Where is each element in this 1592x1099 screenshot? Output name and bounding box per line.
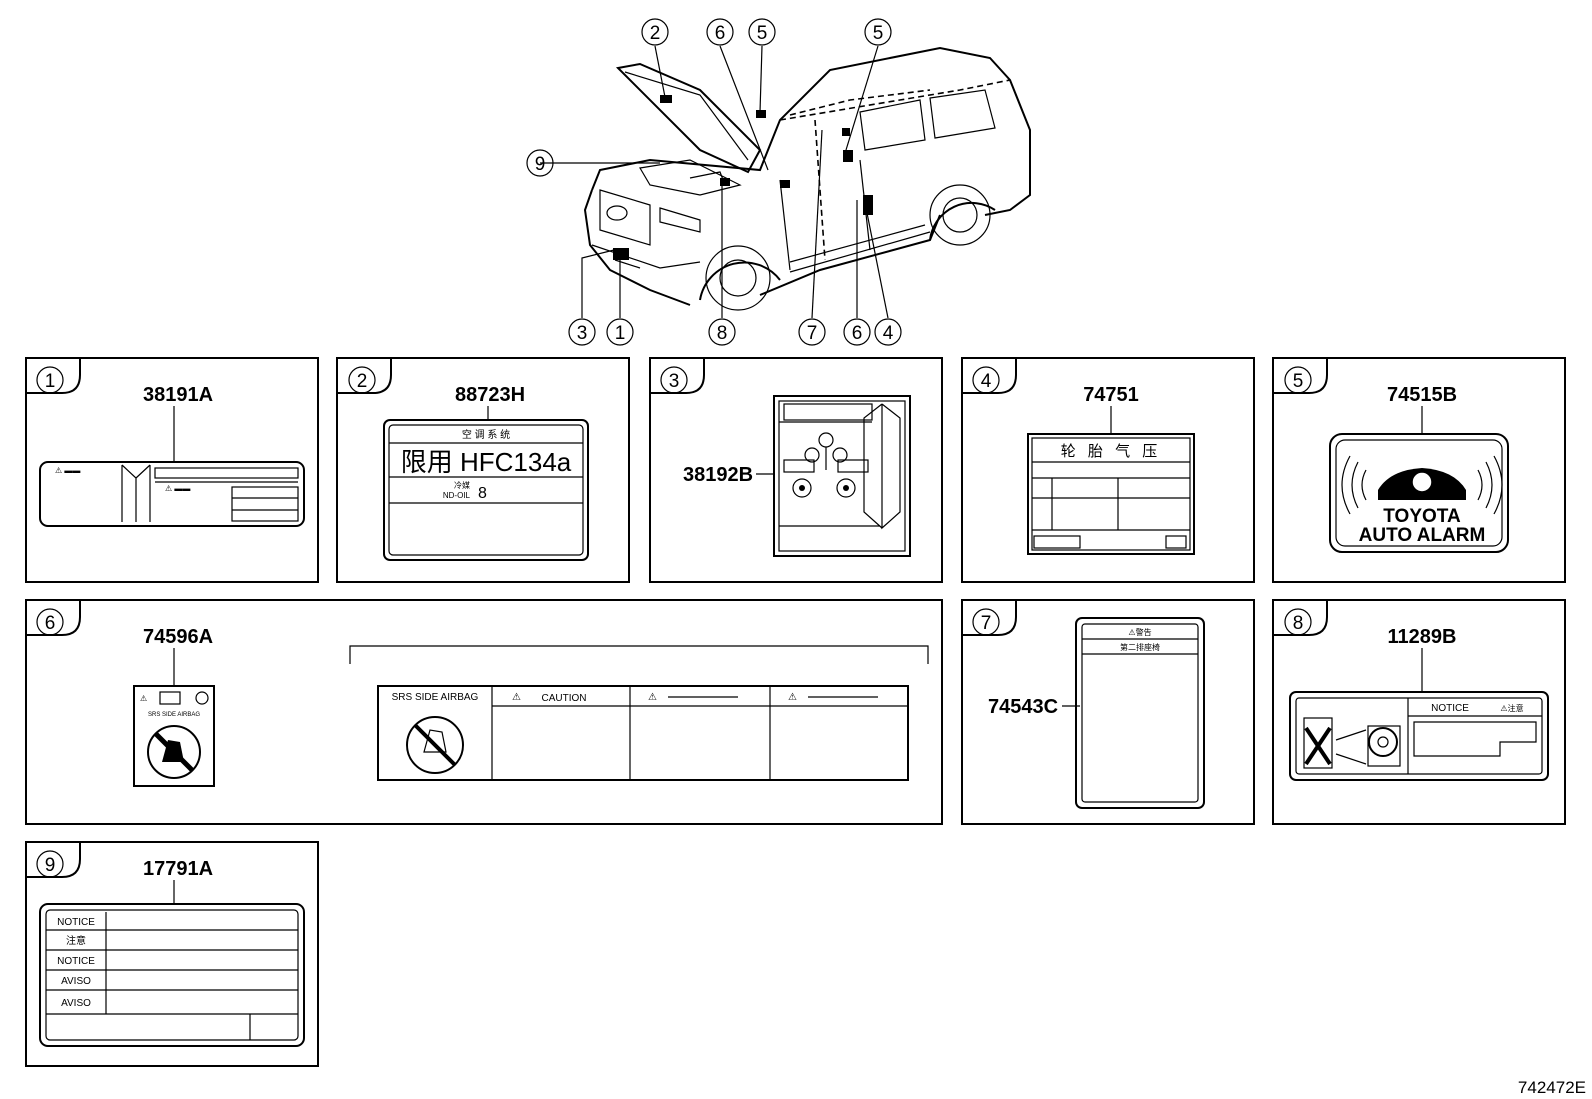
- svg-text:⚠ ▬▬: ⚠ ▬▬: [55, 466, 80, 475]
- svg-text:⚠: ⚠: [648, 692, 657, 703]
- panel-index: 3: [669, 371, 680, 392]
- callout-leaders: [540, 45, 889, 319]
- label-11289B-drawing: NOTICE ⚠注意: [1289, 691, 1549, 781]
- part-number: 38192B: [683, 464, 753, 486]
- panel-5: 5 74515B TOYOTA AUTO ALARM: [1272, 357, 1566, 583]
- panel-index: 7: [981, 613, 992, 634]
- svg-text:SRS SIDE AIRBAG: SRS SIDE AIRBAG: [392, 692, 479, 703]
- svg-text:空 调 系 统: 空 调 系 统: [462, 428, 510, 441]
- callout-4-bottom: 4: [874, 318, 902, 346]
- svg-text:⚠: ⚠: [140, 694, 147, 703]
- label-38191A-drawing: ⚠ ▬▬ ⚠ ▬▬: [39, 461, 305, 527]
- svg-text:第二排座椅: 第二排座椅: [1120, 642, 1160, 652]
- callout-5-top-left: 5: [748, 18, 776, 46]
- part-number: 88723H: [455, 384, 525, 406]
- label-88723H-drawing: 空 调 系 统 限用 HFC134a 冷媒 ND-OIL 8: [383, 419, 589, 561]
- svg-text:1: 1: [615, 323, 626, 344]
- panel-4: 4 74751 轮 胎 气 压: [961, 357, 1255, 583]
- svg-text:6: 6: [715, 23, 726, 44]
- svg-text:⚠ ▬▬: ⚠ ▬▬: [165, 484, 190, 493]
- svg-text:5: 5: [873, 23, 884, 44]
- label-74543C-drawing: ⚠警告 第二排座椅: [1075, 617, 1205, 809]
- callout-2-top: 2: [641, 18, 669, 46]
- part-number: 38191A: [143, 384, 213, 406]
- panel-index: 5: [1293, 371, 1304, 392]
- panel-index: 4: [981, 371, 992, 392]
- panel-9: 9 17791A NOTICE 注意 NOTICE AVISO AVISO: [25, 841, 319, 1067]
- svg-text:注意: 注意: [66, 934, 86, 947]
- panel-1: 1 38191A ⚠ ▬▬ ⚠ ▬▬: [25, 357, 319, 583]
- part-number: 74543C: [988, 696, 1058, 718]
- panel-index: 2: [357, 371, 368, 392]
- svg-text:4: 4: [883, 323, 894, 344]
- svg-text:轮 胎 气 压: 轮 胎 气 压: [1061, 443, 1162, 460]
- part-number: 74515B: [1387, 384, 1457, 406]
- panel-8: 8 11289B NOTICE ⚠注意: [1272, 599, 1566, 825]
- svg-text:3: 3: [577, 323, 588, 344]
- svg-text:冷媒: 冷媒: [454, 480, 470, 490]
- label-74596A-large-drawing: SRS SIDE AIRBAG ⚠ CAUTION ⚠ ⚠: [377, 685, 909, 781]
- svg-text:NOTICE: NOTICE: [57, 917, 95, 928]
- svg-text:9: 9: [535, 154, 546, 175]
- svg-text:AVISO: AVISO: [61, 998, 91, 1009]
- label-38192B-drawing: [773, 395, 911, 557]
- svg-text:AVISO: AVISO: [61, 976, 91, 987]
- svg-text:SRS SIDE AIRBAG: SRS SIDE AIRBAG: [148, 712, 200, 718]
- callout-6-bottom: 6: [843, 318, 871, 346]
- svg-text:⚠警告: ⚠警告: [1128, 627, 1151, 637]
- svg-text:6: 6: [852, 323, 863, 344]
- svg-text:TOYOTA: TOYOTA: [1383, 506, 1461, 527]
- callout-7-bottom: 7: [798, 318, 826, 346]
- part-number: 17791A: [143, 858, 213, 880]
- svg-text:⚠: ⚠: [512, 692, 521, 703]
- callout-5-top-right: 5: [864, 18, 892, 46]
- diagram-id: 742472E: [1518, 1078, 1586, 1097]
- svg-text:8: 8: [478, 485, 487, 502]
- svg-text:⚠注意: ⚠注意: [1500, 703, 1523, 713]
- vehicle-illustration: [583, 46, 1031, 311]
- panel-6: 6 74596A ⚠ SRS SIDE AIRBAG SRS SIDE AIRB…: [25, 599, 943, 825]
- svg-text:NOTICE: NOTICE: [57, 956, 95, 967]
- panel-2: 2 88723H 空 调 系 统 限用 HFC134a 冷媒 ND-OIL 8: [336, 357, 630, 583]
- callout-6-top: 6: [706, 18, 734, 46]
- part-number: 11289B: [1388, 626, 1457, 648]
- panel-index: 1: [45, 371, 56, 392]
- callout-3-bottom: 3: [568, 318, 596, 346]
- panel-index: 8: [1293, 613, 1304, 634]
- panel-7: 7 74543C ⚠警告 第二排座椅: [961, 599, 1255, 825]
- part-number: 74596A: [143, 626, 213, 648]
- callout-9-left: 9: [526, 149, 554, 177]
- svg-text:8: 8: [717, 323, 728, 344]
- callout-numbers: 2 6 5 5 9 3 1 8 7 6 4: [526, 18, 902, 346]
- svg-text:5: 5: [757, 23, 768, 44]
- svg-text:AUTO ALARM: AUTO ALARM: [1359, 525, 1486, 546]
- svg-text:NOTICE: NOTICE: [1431, 703, 1469, 714]
- svg-text:ND-OIL: ND-OIL: [443, 491, 471, 500]
- label-17791A-drawing: NOTICE 注意 NOTICE AVISO AVISO: [39, 903, 305, 1047]
- panel-index: 6: [45, 613, 56, 634]
- panel-index: 9: [45, 855, 56, 876]
- svg-text:2: 2: [650, 23, 661, 44]
- callout-8-bottom: 8: [708, 318, 736, 346]
- svg-text:⚠: ⚠: [788, 692, 797, 703]
- svg-text:限用 HFC134a: 限用 HFC134a: [401, 447, 572, 477]
- part-number: 74751: [1083, 384, 1139, 406]
- svg-text:7: 7: [807, 323, 818, 344]
- svg-text:CAUTION: CAUTION: [542, 693, 587, 704]
- panel-3: 3 38192B: [649, 357, 943, 583]
- callout-1-bottom: 1: [606, 318, 634, 346]
- label-74596A-small-drawing: ⚠ SRS SIDE AIRBAG: [133, 685, 215, 787]
- label-74515B-drawing: TOYOTA AUTO ALARM: [1329, 433, 1509, 553]
- label-74751-drawing: 轮 胎 气 压: [1027, 433, 1195, 555]
